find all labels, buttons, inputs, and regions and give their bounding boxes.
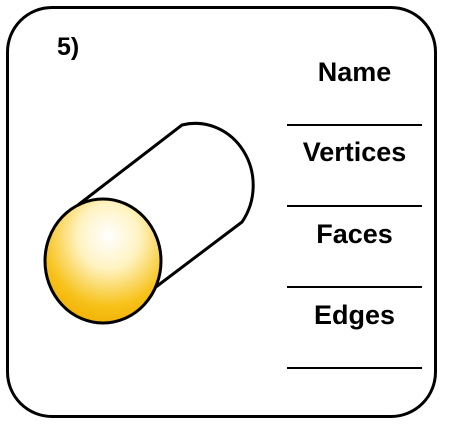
name-label: Name <box>317 57 392 87</box>
cylinder-front-face <box>43 197 163 325</box>
faces-label: Faces <box>316 219 393 249</box>
question-number: 5) <box>57 33 80 61</box>
vertices-answer-line <box>287 205 422 207</box>
faces-answer-line <box>287 286 422 288</box>
vertices-label: Vertices <box>302 137 407 167</box>
name-answer-line <box>287 124 422 126</box>
edges-label: Edges <box>313 300 396 330</box>
edges-answer-line <box>287 367 422 369</box>
